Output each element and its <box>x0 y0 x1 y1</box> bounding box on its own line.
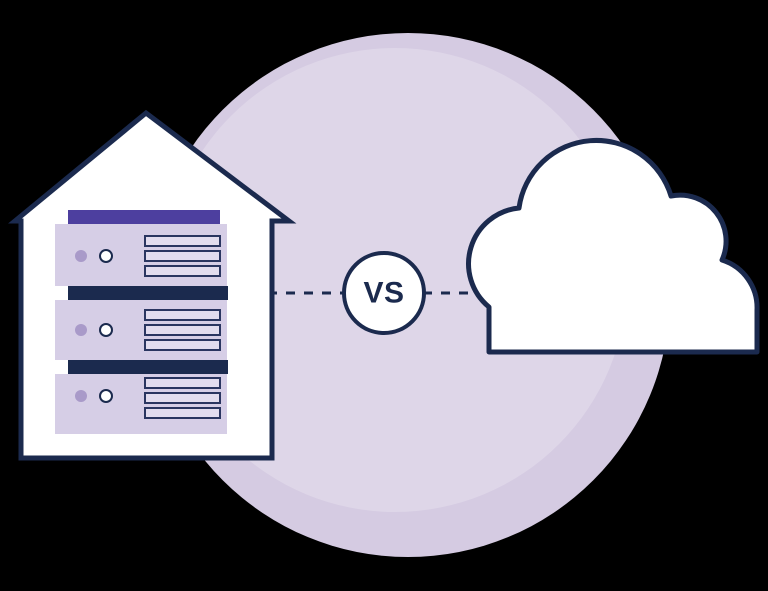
server-slot <box>144 265 221 277</box>
server-slot <box>144 235 221 247</box>
indicator-ring-icon <box>99 389 113 403</box>
server-slot <box>144 324 221 336</box>
server-unit-3 <box>55 374 227 434</box>
server-unit-2 <box>55 300 227 360</box>
power-dot-icon <box>75 324 87 336</box>
vs-badge-circle <box>342 251 426 335</box>
cloud-shape <box>466 137 760 355</box>
indicator-ring-icon <box>99 323 113 337</box>
server-slot <box>144 250 221 262</box>
vs-badge: VS <box>342 251 426 335</box>
server-slot <box>144 339 221 351</box>
vs-badge-label: VS <box>363 277 404 310</box>
rack-divider-2 <box>68 360 228 374</box>
server-slot <box>144 407 221 419</box>
server-slot <box>144 377 221 389</box>
cloud-outline <box>466 137 760 355</box>
server-rack <box>55 210 228 434</box>
server-slot <box>144 309 221 321</box>
indicator-ring-icon <box>99 249 113 263</box>
server-slot <box>144 392 221 404</box>
on-premise-house <box>8 109 297 461</box>
rack-divider-1 <box>68 286 228 300</box>
server-unit-1 <box>55 224 227 286</box>
power-dot-icon <box>75 250 87 262</box>
power-dot-icon <box>75 390 87 402</box>
rack-accent-bar <box>68 210 220 224</box>
